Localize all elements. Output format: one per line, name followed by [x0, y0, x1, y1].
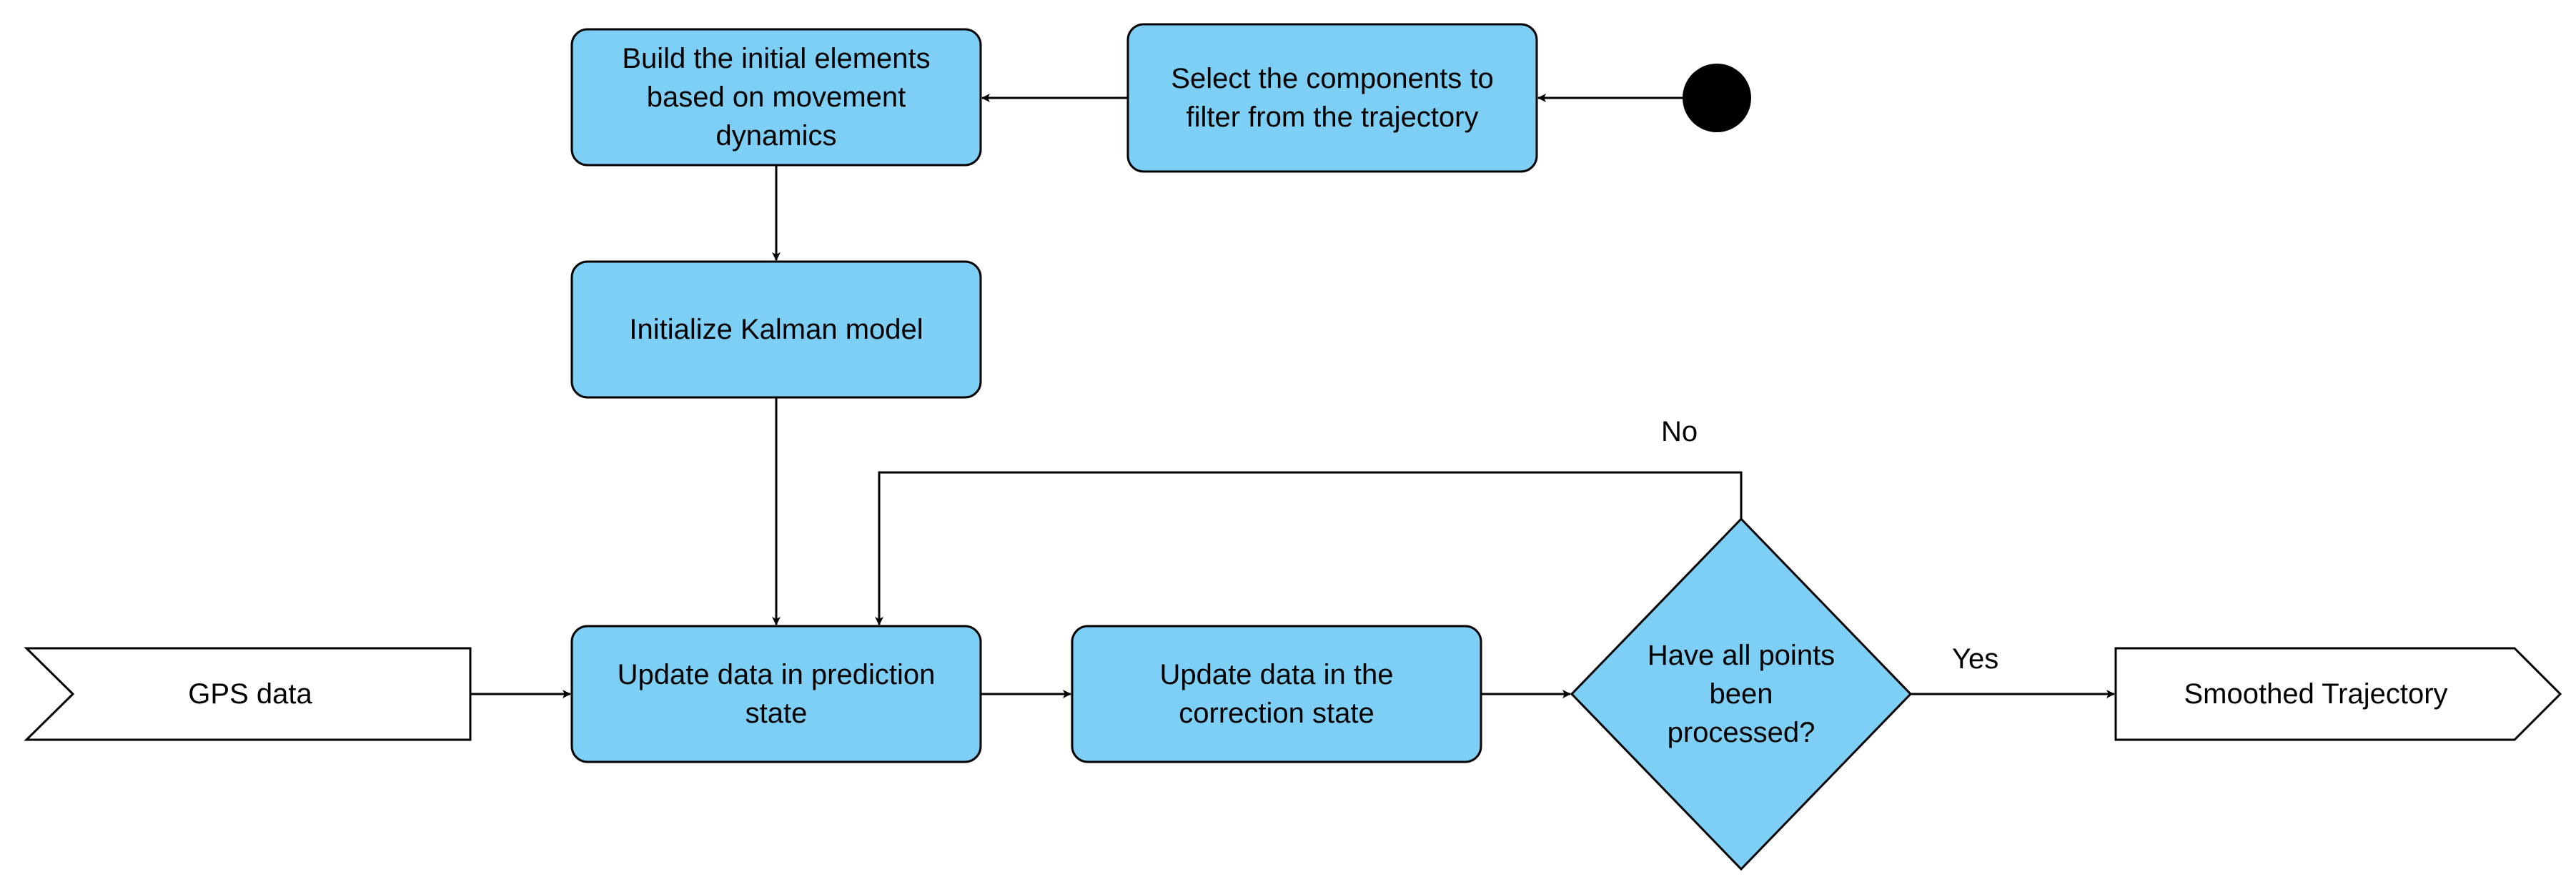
update-prediction-label: Update data in prediction state	[617, 659, 936, 729]
smoothed-trajectory-label: Smoothed Trajectory	[2184, 678, 2448, 710]
decision-diamond	[1570, 517, 1913, 871]
smoothed-trajectory-output-shape	[2114, 647, 2562, 741]
edge-label-no: No	[1661, 416, 1698, 447]
select-components-label: Select the components to filter from the…	[1171, 63, 1494, 133]
gps-data-input-shape	[24, 647, 472, 741]
edge-decision-no-loop	[875, 471, 1743, 625]
build-initial-elements-label: Build the initial elements based on move…	[622, 43, 931, 152]
decision-label: Have all points been processed?	[1647, 640, 1836, 748]
edge-label-yes: Yes	[1952, 643, 1999, 675]
gps-data-label: GPS data	[188, 678, 312, 710]
update-correction-label: Update data in the correction state	[1159, 659, 1394, 729]
initialize-kalman-label: Initialize Kalman model	[629, 314, 923, 345]
start-node	[1683, 64, 1751, 132]
